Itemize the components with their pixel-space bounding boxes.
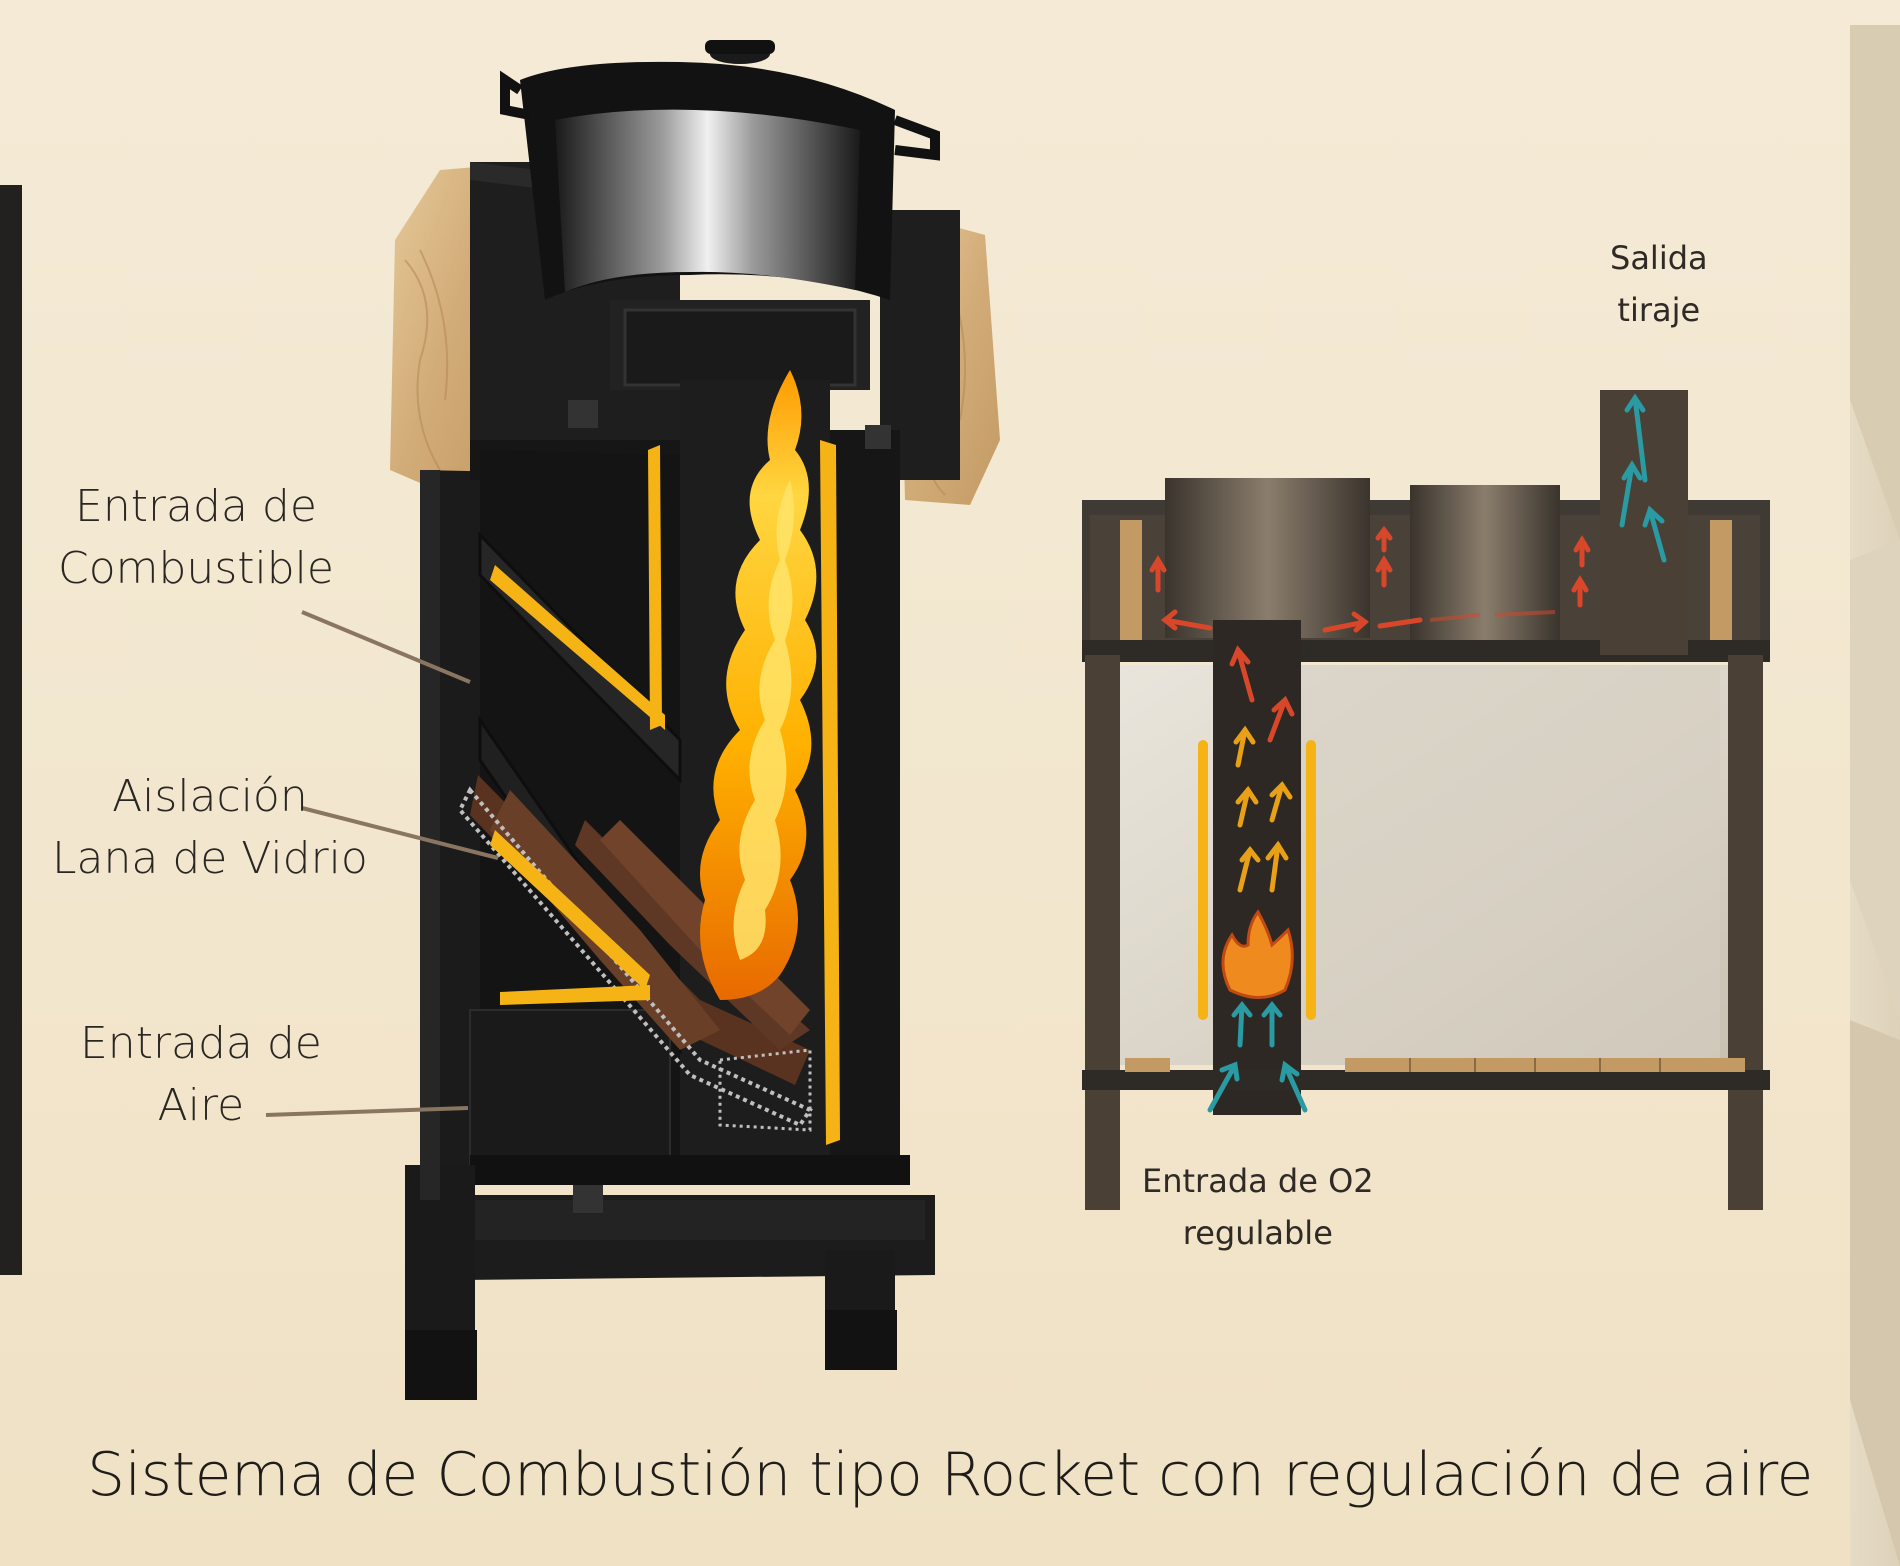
glass-wool-insulation bbox=[490, 440, 840, 1145]
diagram-caption: Sistema de Combustión tipo Rocket con re… bbox=[87, 1440, 1813, 1510]
label-insulation-line1: Aislación bbox=[112, 771, 308, 822]
label-insulation-line2: Lana de Vidrio bbox=[52, 833, 368, 884]
label-o2-inlet-line1: Entrada de O2 bbox=[1142, 1162, 1374, 1200]
schematic-riser bbox=[1213, 620, 1301, 1115]
schematic-pot-2 bbox=[1410, 485, 1560, 640]
label-exhaust-line2: tiraje bbox=[1617, 291, 1701, 329]
cooking-pot bbox=[500, 40, 940, 301]
stove-schematic-section bbox=[1082, 390, 1770, 1210]
leader-insulation bbox=[301, 806, 499, 860]
leader-fuel-inlet bbox=[301, 610, 471, 684]
right-decorative-panels bbox=[1850, 25, 1900, 1566]
label-o2-inlet: Entrada de O2 regulable bbox=[1142, 1155, 1374, 1259]
leader-air-inlet bbox=[265, 1106, 469, 1117]
label-fuel-inlet-line2: Combustible bbox=[58, 543, 334, 594]
label-exhaust-line1: Salida bbox=[1610, 239, 1708, 277]
label-insulation: Aislación Lana de Vidrio bbox=[52, 766, 368, 890]
rocket-stove-cutaway bbox=[390, 40, 1000, 1400]
left-accent-bar bbox=[0, 185, 22, 1275]
label-air-inlet-line2: Aire bbox=[157, 1080, 245, 1131]
flame bbox=[700, 370, 817, 1000]
label-fuel-inlet-line1: Entrada de bbox=[75, 481, 317, 532]
schematic-pot-1 bbox=[1165, 478, 1370, 638]
label-exhaust: Salida tiraje bbox=[1610, 232, 1708, 336]
label-air-inlet-line1: Entrada de bbox=[80, 1018, 322, 1069]
label-leader-lines bbox=[265, 610, 499, 1117]
label-o2-inlet-line2: regulable bbox=[1182, 1214, 1333, 1252]
label-fuel-inlet: Entrada de Combustible bbox=[58, 476, 334, 600]
label-air-inlet: Entrada de Aire bbox=[80, 1013, 322, 1137]
